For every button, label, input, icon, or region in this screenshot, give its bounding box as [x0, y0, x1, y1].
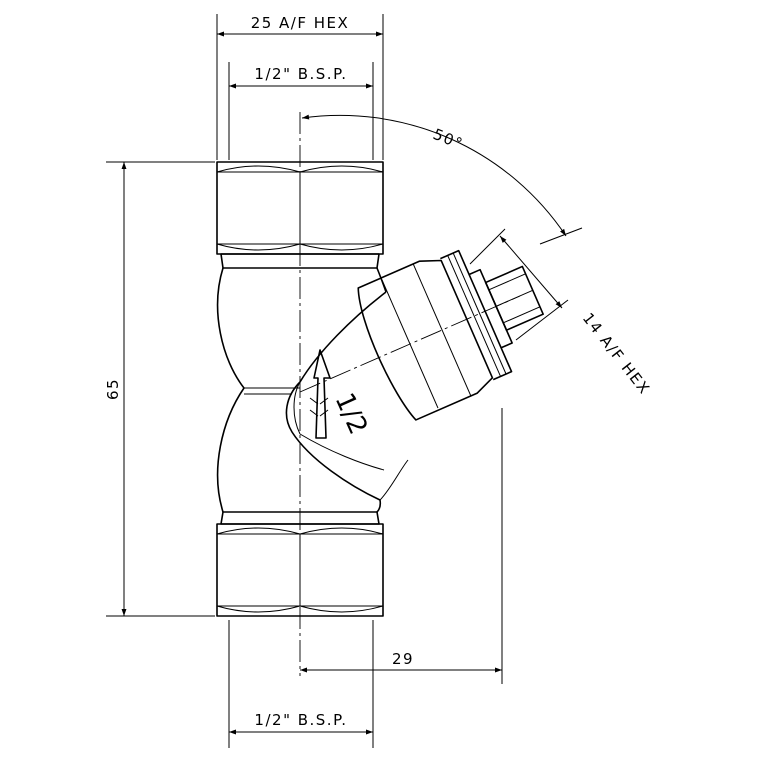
bottom-hex-nut [216, 523, 384, 617]
dim-cap-hex-label: 14 A/F HEX [579, 309, 654, 398]
body-marking: 1/2 [329, 389, 373, 439]
strainer-cap [357, 249, 513, 421]
dim-bottom-thread: 1/2" B.S.P. [228, 620, 374, 748]
dim-angle-label: 50° [431, 125, 467, 153]
flow-direction-arrow-icon [309, 349, 331, 439]
top-hex-nut [216, 161, 384, 255]
dim-top-hex-label: 25 A/F HEX [251, 14, 350, 32]
dim-offset-label: 29 [392, 650, 414, 668]
dim-cap-hex: 14 A/F HEX [469, 228, 654, 398]
dim-offset: 29 [300, 408, 503, 684]
dim-height-label: 65 [104, 378, 122, 400]
dim-bottom-thread-label: 1/2" B.S.P. [254, 711, 347, 729]
strainer-branch [285, 291, 409, 501]
dim-top-hex: 25 A/F HEX [216, 14, 384, 160]
dim-top-thread-label: 1/2" B.S.P. [254, 65, 347, 83]
dim-top-thread: 1/2" B.S.P. [228, 62, 374, 160]
dim-angle: 50° [301, 114, 583, 245]
dim-height: 65 [104, 161, 215, 617]
